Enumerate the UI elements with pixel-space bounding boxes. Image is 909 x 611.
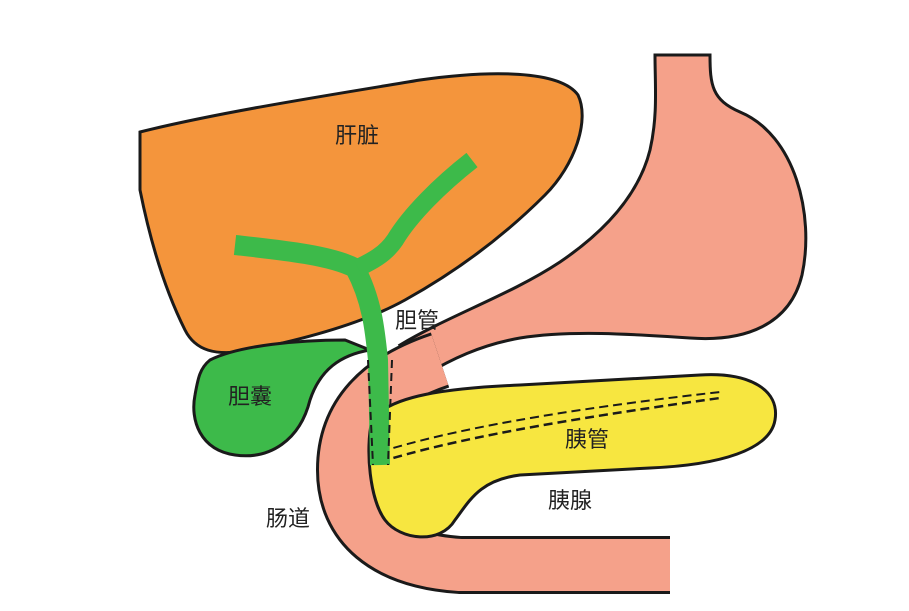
label-pancreas: 胰腺 — [548, 489, 592, 514]
liver-shape — [138, 72, 584, 355]
stomach-body — [397, 53, 808, 377]
intestine-shape — [318, 335, 670, 591]
bile-duct-branch — [353, 152, 478, 277]
bile-duct — [233, 235, 390, 466]
bile-duct-dashed — [367, 359, 393, 466]
label-gallbladder: 胆囊 — [228, 385, 272, 410]
label-pancreatic-duct: 胰管 — [565, 428, 609, 453]
gallbladder-shape — [192, 338, 376, 458]
label-intestine: 肠道 — [266, 507, 310, 532]
pancreatic-duct-wall — [379, 391, 721, 453]
pancreatic-duct — [379, 396, 721, 464]
label-bile-duct: 胆管 — [395, 309, 439, 334]
label-liver: 肝脏 — [335, 124, 379, 149]
pancreas-shape — [367, 373, 778, 539]
